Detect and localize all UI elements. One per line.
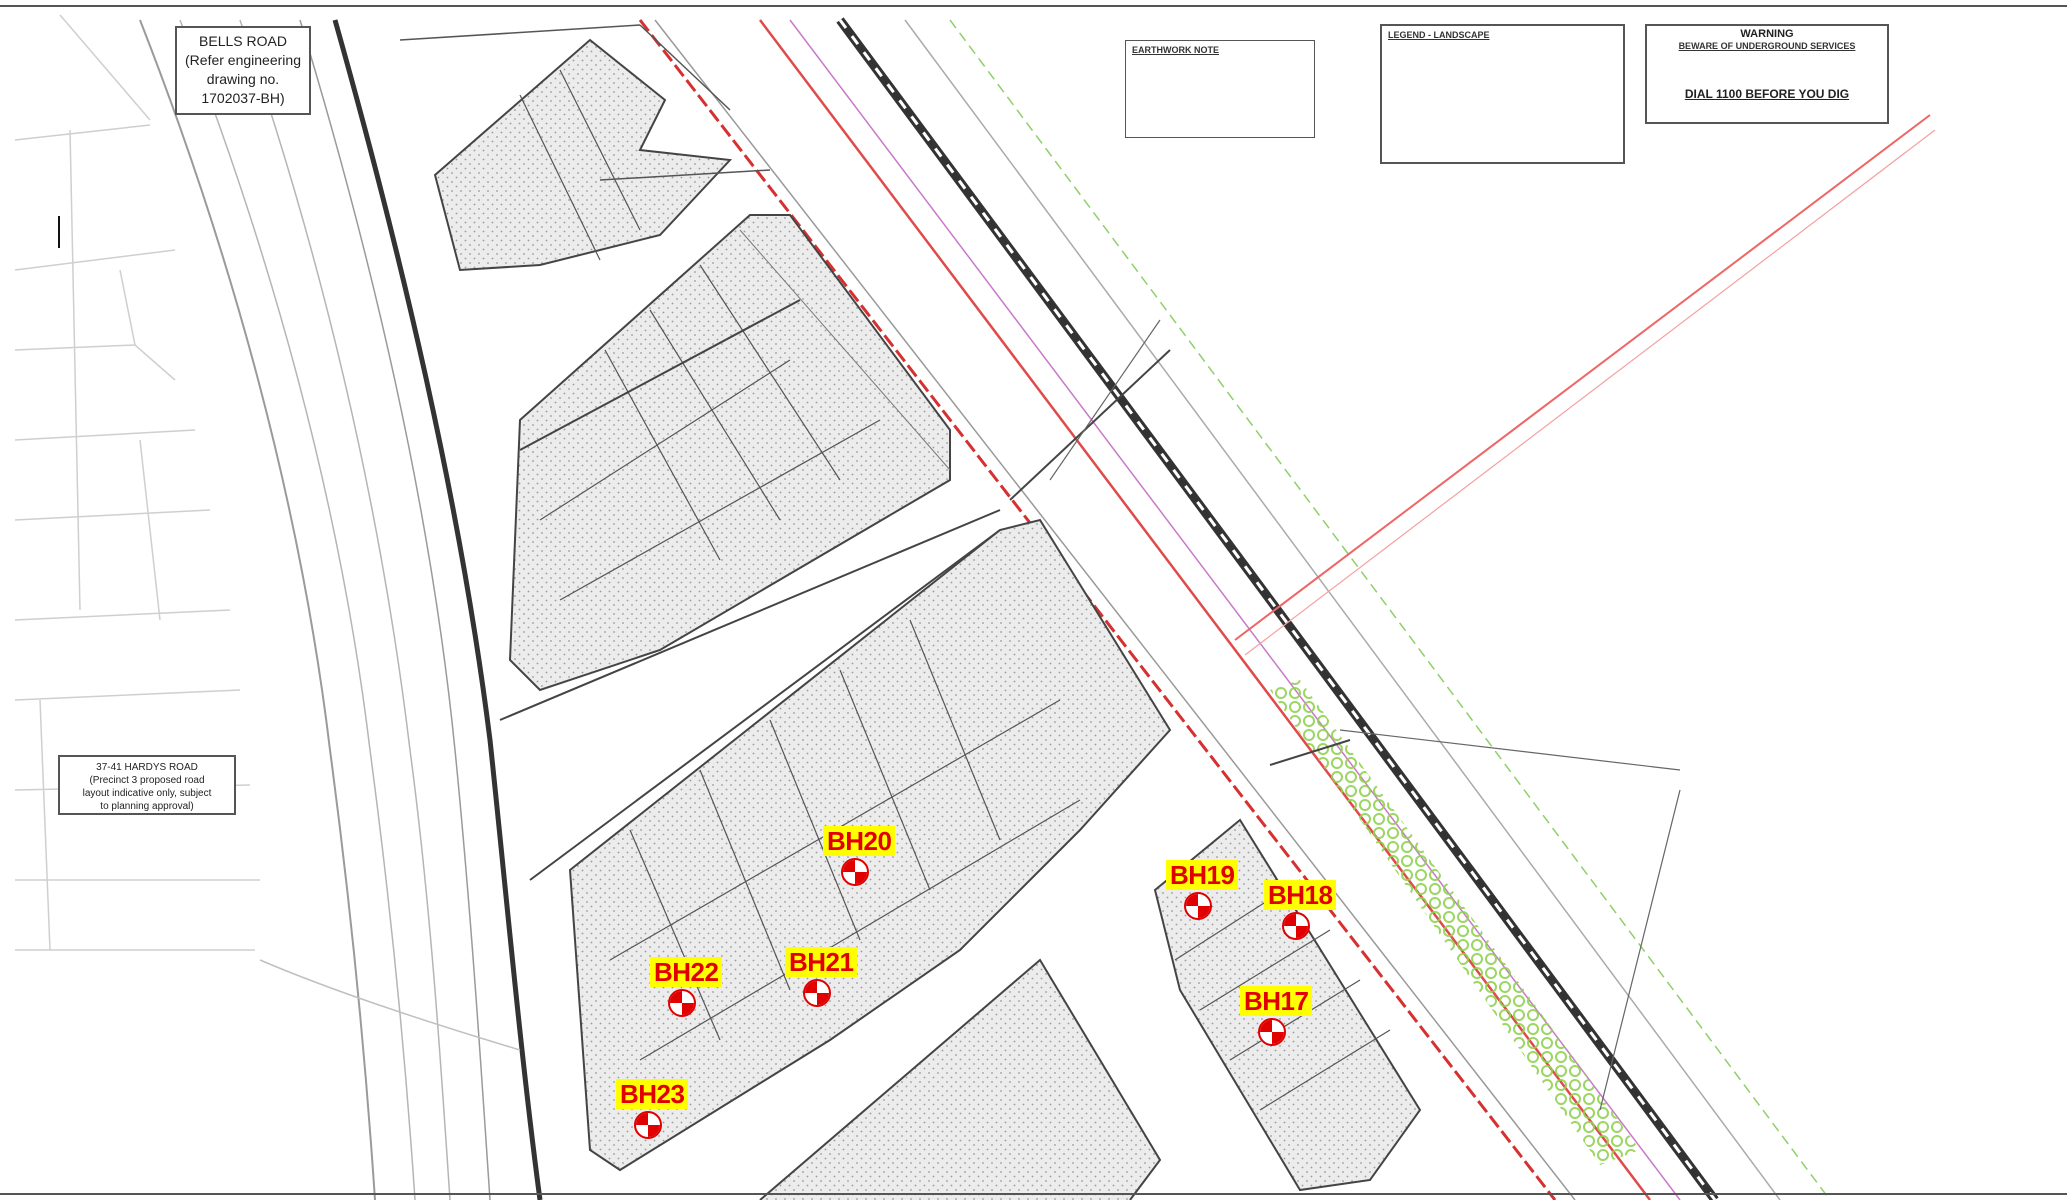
hardys-road-line-1: 37-41 HARDYS ROAD	[96, 762, 198, 773]
warning-subtitle: BEWARE OF UNDERGROUND SERVICES	[1678, 41, 1856, 51]
borehole-label-bh20: BH20	[823, 826, 896, 856]
bells-road-box: BELLS ROAD (Refer engineering drawing no…	[175, 26, 311, 115]
annotation-leaders	[1049, 319, 1681, 1111]
earthwork-note-title: EARTHWORK NOTE	[1132, 45, 1219, 55]
borehole-label-bh18: BH18	[1264, 880, 1337, 910]
left-background-lots	[14, 14, 260, 951]
borehole-label-bh22: BH22	[650, 957, 723, 987]
hardys-road-box: 37-41 HARDYS ROAD (Precinct 3 proposed r…	[58, 755, 236, 815]
warning-box: WARNING BEWARE OF UNDERGROUND SERVICES D…	[1645, 24, 1889, 124]
vegetation-strip	[1270, 680, 1640, 1165]
falconer-court-lots	[399, 24, 771, 272]
borehole-marker-bh22	[668, 989, 696, 1017]
borehole-marker-bh18	[1282, 912, 1310, 940]
borehole-marker-bh19	[1184, 892, 1212, 920]
warning-title: WARNING	[1740, 28, 1794, 40]
borehole-marker-bh17	[1258, 1018, 1286, 1046]
borehole-label-bh19: BH19	[1166, 860, 1239, 890]
warning-dial: DIAL 1100 BEFORE YOU DIG	[1684, 87, 1850, 101]
bells-road-corridor	[139, 19, 543, 1200]
earthwork-note-box: EARTHWORK NOTE	[1125, 40, 1315, 138]
access-roads	[499, 299, 1351, 881]
borehole-marker-bh20	[841, 858, 869, 886]
borehole-marker-bh21	[803, 979, 831, 1007]
bells-road-line-3: drawing no.	[206, 71, 280, 87]
borehole-label-bh23: BH23	[616, 1079, 689, 1109]
bells-road-line-4: 1702037-BH)	[201, 90, 285, 106]
hardys-road-line-4: to planning approval)	[100, 801, 194, 812]
borehole-label-bh21: BH21	[785, 947, 858, 977]
hardys-road-line-2: (Precinct 3 proposed road	[89, 775, 205, 786]
text-cursor	[58, 216, 60, 248]
legend-title: LEGEND - LANDSCAPE	[1388, 30, 1490, 40]
legend-box: LEGEND - LANDSCAPE	[1380, 24, 1625, 164]
hardys-road-line-3: layout indicative only, subject	[82, 788, 212, 799]
bells-road-line-1: BELLS ROAD	[199, 33, 287, 49]
middle-block-lots	[508, 214, 951, 692]
bells-road-line-2: (Refer engineering	[185, 52, 301, 68]
borehole-marker-bh23	[634, 1111, 662, 1139]
borehole-label-bh17: BH17	[1240, 986, 1313, 1016]
